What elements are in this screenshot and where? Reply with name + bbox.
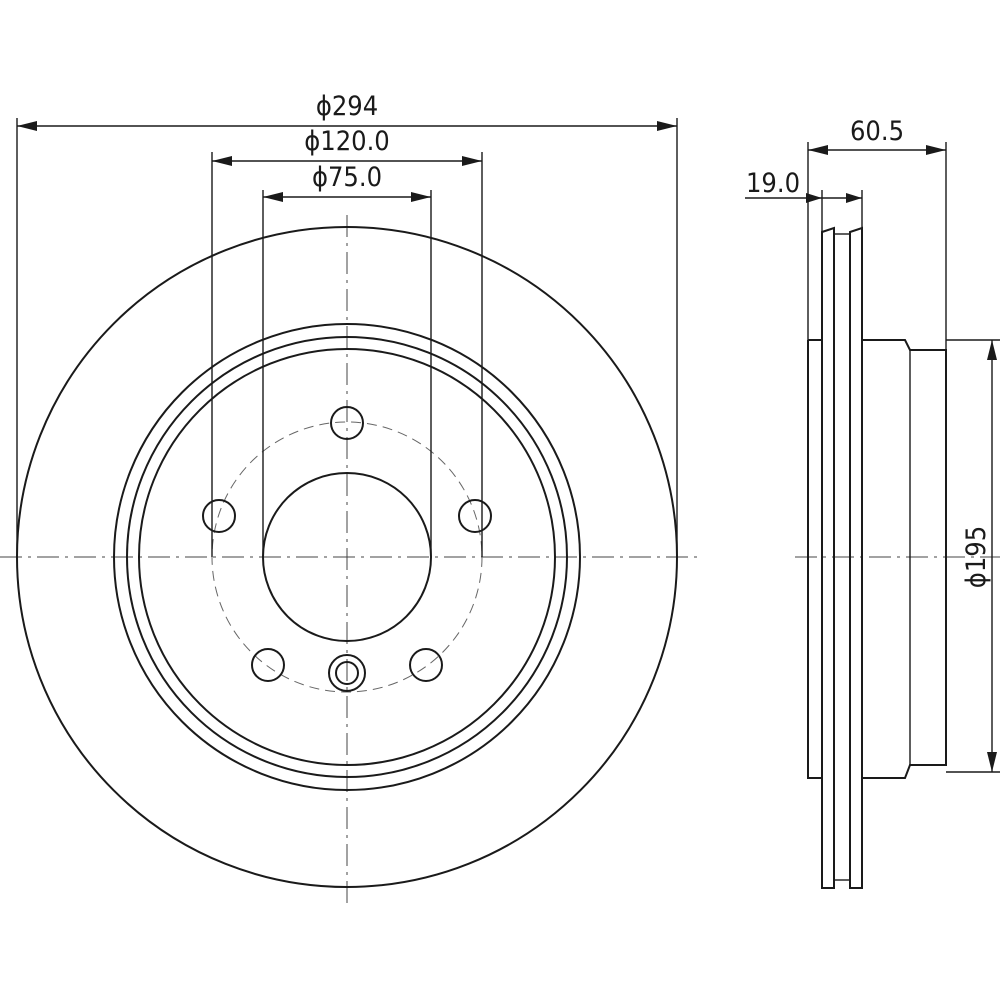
arrow-left-icon xyxy=(17,121,37,131)
bolt-hole-top xyxy=(330,406,364,440)
bolt-hole-right xyxy=(458,499,492,533)
hat-section-outline xyxy=(807,339,947,779)
arrow-right-icon xyxy=(806,193,822,203)
locating-hole-outer xyxy=(328,654,366,692)
disc-section-outline xyxy=(821,226,835,889)
arrow-left-icon xyxy=(263,192,283,202)
overall-height-label: 60.5 xyxy=(850,116,904,147)
arrow-up-icon xyxy=(987,340,997,360)
arrow-left-icon xyxy=(846,193,862,203)
arrow-down-icon xyxy=(987,752,997,772)
arrow-left-icon xyxy=(808,145,828,155)
hat-ring-outer xyxy=(113,323,581,791)
hat-ring-middle xyxy=(126,336,568,778)
hat-ring-inner xyxy=(138,348,556,766)
bolt-hole-lower-left xyxy=(251,648,285,682)
center-bore-label: ϕ75.0 xyxy=(312,162,382,193)
bolt-hole-left xyxy=(202,499,236,533)
bolt-hole-lower-right xyxy=(409,648,443,682)
arrow-right-icon xyxy=(462,156,482,166)
arrow-right-icon xyxy=(926,145,946,155)
front-view: ϕ294 ϕ120.0 ϕ75.0 xyxy=(0,91,700,905)
outer-diameter-label: ϕ294 xyxy=(316,91,378,122)
bolt-circle-label: ϕ120.0 xyxy=(304,126,390,157)
disc-section-outline-outer xyxy=(849,226,863,889)
arrow-right-icon xyxy=(411,192,431,202)
arrow-left-icon xyxy=(212,156,232,166)
disc-thickness-label: 19.0 xyxy=(746,168,800,199)
arrow-right-icon xyxy=(657,121,677,131)
hat-diameter-label: ϕ195 xyxy=(961,526,992,588)
side-view: 60.5 19.0 ϕ195 xyxy=(745,116,1000,889)
locating-hole-inner xyxy=(335,661,359,685)
